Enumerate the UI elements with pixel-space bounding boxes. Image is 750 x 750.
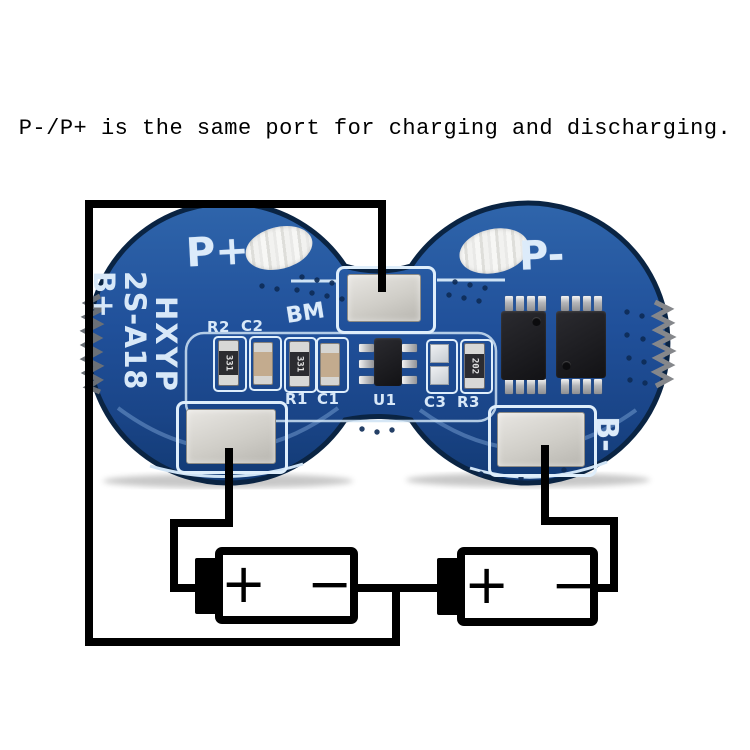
mosfet-leg xyxy=(505,296,513,311)
serrated-edge-right xyxy=(650,299,677,389)
mosfet-leg xyxy=(572,296,580,311)
resistor-r1: 331 xyxy=(289,341,310,387)
resistor-r3: 202 xyxy=(464,343,485,389)
resistor-r2: 331 xyxy=(218,340,239,386)
u1-leg xyxy=(402,360,417,368)
u1-leg xyxy=(359,360,374,368)
mosfet-leg xyxy=(538,296,546,311)
battery1-plus-symbol: + xyxy=(221,552,267,615)
mosfet-leg xyxy=(561,379,569,394)
mosfet-leg xyxy=(572,379,580,394)
mosfet-leg xyxy=(594,296,602,311)
c3-label: C3 xyxy=(424,393,447,411)
u1-ic-chip xyxy=(374,338,402,386)
mosfet-leg xyxy=(516,296,524,311)
bm-solder-pad xyxy=(347,274,421,322)
mosfet-leg xyxy=(527,296,535,311)
u1-label: U1 xyxy=(373,391,397,409)
c3-silk-box xyxy=(426,339,458,394)
bm-label: BM xyxy=(284,298,327,329)
r2-label: R2 xyxy=(207,318,230,336)
mosfet-leg xyxy=(516,379,524,394)
bminus-solder-pad xyxy=(497,412,585,467)
resistor-r2-marking: 331 xyxy=(223,354,234,372)
mosfet-leg xyxy=(583,296,591,311)
mosfet-leg xyxy=(527,379,535,394)
u1-leg xyxy=(402,376,417,384)
c2-label: C2 xyxy=(241,317,264,335)
battery1-minus-symbol: − xyxy=(307,552,353,615)
solder-blob-left xyxy=(240,219,318,277)
r3-silk-box xyxy=(460,339,493,394)
b-minus-label: B- xyxy=(589,416,624,452)
battery1-positive-terminal xyxy=(195,558,217,614)
brand-text-block: HXYP 2S-A18 B+ xyxy=(87,266,183,446)
capacitor-c1 xyxy=(320,343,340,386)
u1-leg xyxy=(359,376,374,384)
capacitor-c2 xyxy=(253,342,273,385)
mosfet-pin1-dimple xyxy=(532,317,541,326)
mosfet-chip-1 xyxy=(501,311,546,380)
resistor-r3-marking: 202 xyxy=(469,357,480,375)
battery2-minus-symbol: − xyxy=(551,553,597,616)
mosfet-leg xyxy=(594,379,602,394)
mosfet-chip-2 xyxy=(556,311,606,378)
c3-capacitor-bottom xyxy=(430,366,449,385)
p-plus-label: P+ xyxy=(184,227,251,277)
p-minus-label: P- xyxy=(518,232,566,280)
mosfet-leg xyxy=(538,379,546,394)
c1-label: C1 xyxy=(317,390,340,408)
brand-line-1: HXYP xyxy=(149,296,183,393)
r3-label: R3 xyxy=(457,393,480,411)
mosfet-leg xyxy=(561,296,569,311)
resistor-r1-marking: 331 xyxy=(294,355,305,373)
battery2-positive-terminal xyxy=(437,558,459,615)
r1-label: R1 xyxy=(285,390,308,408)
mosfet-leg xyxy=(505,379,513,394)
battery2-plus-symbol: + xyxy=(464,553,510,616)
caption-text: P-/P+ is the same port for charging and … xyxy=(18,116,732,141)
c3-capacitor-top xyxy=(430,344,449,363)
mosfet-leg xyxy=(583,379,591,394)
brand-line-2: 2S-A18 B+ xyxy=(87,271,152,390)
u1-leg xyxy=(359,344,374,352)
bplus-solder-pad xyxy=(186,409,276,464)
u1-leg xyxy=(402,344,417,352)
mosfet-pin1-dimple xyxy=(562,361,571,370)
